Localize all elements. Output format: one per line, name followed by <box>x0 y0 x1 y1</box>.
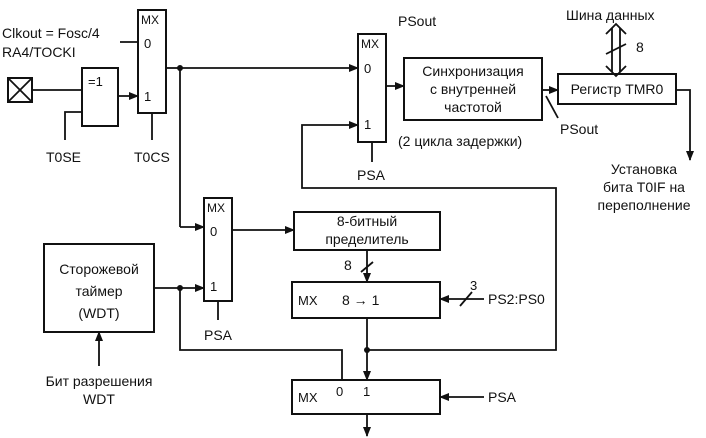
mux-8to1 <box>291 281 441 319</box>
prescaler-line2: пределитель <box>325 231 408 247</box>
prescaler-line1: 8-битный <box>337 213 397 229</box>
sync-line2: с внутренней <box>430 81 516 97</box>
t0cs-label: T0CS <box>134 149 170 165</box>
bus-label: Шина данных <box>566 7 655 23</box>
mux-bottom-label: MX <box>298 390 318 405</box>
mux-bottom-in0: 0 <box>336 384 343 399</box>
bus-double-arrow-icon <box>605 22 627 78</box>
mux-psa-mid-in1: 1 <box>210 279 217 294</box>
sync-line1: Синхронизация <box>422 63 523 79</box>
psa-bottom-label: PSA <box>488 389 517 405</box>
mux-t0cs-in0: 0 <box>144 36 151 51</box>
ps-select-label: PS2:PS0 <box>488 291 545 307</box>
sync-line3: частотой <box>444 99 502 115</box>
mux-t0cs-label: MX <box>141 13 159 27</box>
t0se-label: T0SE <box>46 149 81 165</box>
tmr0-label: Регистр TMR0 <box>571 81 664 97</box>
ra4-label: RA4/TOCKI <box>2 44 76 60</box>
mux-psa-top-in0: 0 <box>364 61 371 76</box>
sync-block <box>403 57 543 121</box>
overflow-line1: Установка <box>611 161 677 177</box>
mux-8to1-ratio: 8 → 1 <box>342 292 380 308</box>
psout-right-label: PSout <box>560 121 598 137</box>
tmr0-register <box>557 73 677 105</box>
wdt-line1: Сторожевой <box>59 261 139 277</box>
mux-bottom-in1: 1 <box>363 384 370 399</box>
prescaler-block <box>293 211 441 251</box>
bits8-label: 8 <box>344 257 352 273</box>
mux-8to1-label: MX <box>298 293 318 308</box>
mux-t0cs <box>137 9 167 114</box>
mux-psa-mid-label: MX <box>207 201 225 215</box>
psa-mid-label: PSA <box>204 327 233 343</box>
wdt-line3: (WDT) <box>78 305 119 321</box>
psout-top-label: PSout <box>398 13 436 29</box>
wdt-line2: таймер <box>75 283 122 299</box>
wdt-enable-line2: WDT <box>83 391 115 407</box>
mux-psa-top-label: MX <box>361 37 379 51</box>
ra4-pin-icon <box>7 77 33 103</box>
mux-t0cs-in1: 1 <box>144 89 151 104</box>
bits3-label: 3 <box>470 278 477 293</box>
mux-psa-mid-in0: 0 <box>210 224 217 239</box>
psa-top-label: PSA <box>357 167 386 183</box>
clkout-label: Clkout = Fosc/4 <box>2 25 100 41</box>
overflow-line2: бита T0IF на <box>603 179 685 195</box>
mux-psa-top-in1: 1 <box>364 117 371 132</box>
xor-gate-label: =1 <box>88 74 103 89</box>
overflow-line3: переполнение <box>597 197 690 213</box>
xor-gate <box>81 67 119 127</box>
wdt-enable-line1: Бит разрешения <box>46 373 153 389</box>
delay-label: (2 цикла задержки) <box>398 133 522 149</box>
bus-width-label: 8 <box>636 39 644 55</box>
